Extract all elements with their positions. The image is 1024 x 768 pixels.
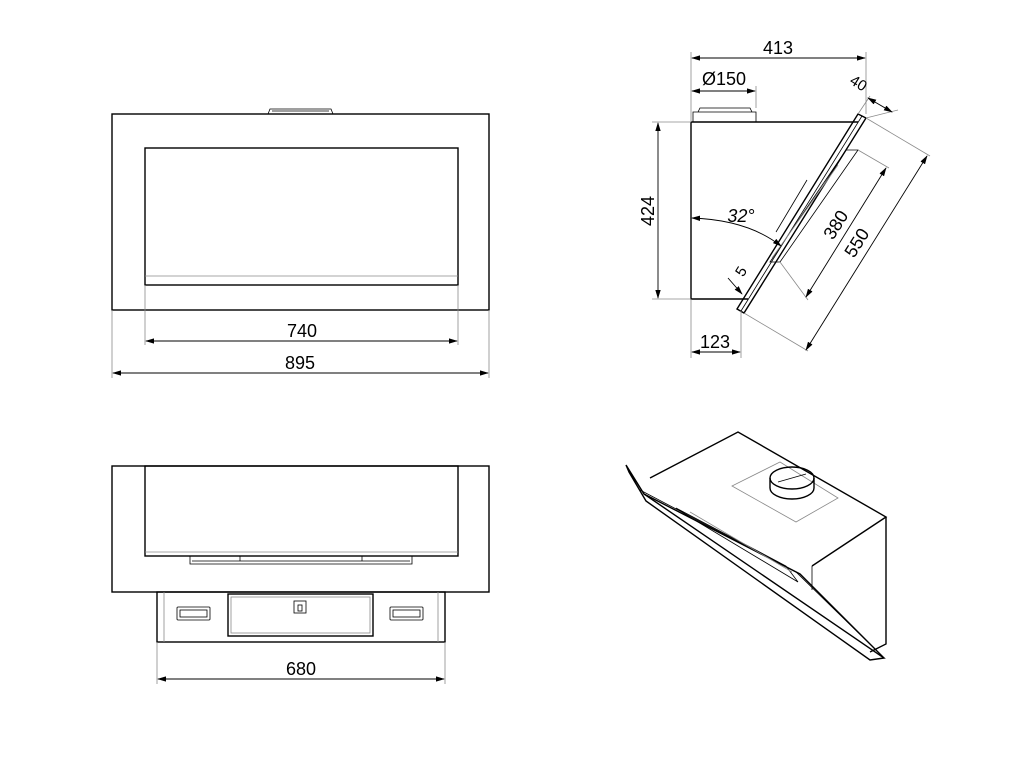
bottom-glass-panel: [144, 465, 459, 557]
bottom-label-680: 680: [286, 659, 316, 679]
side-inner-panel-edge: [771, 164, 839, 259]
side-dimension-5: [727, 277, 743, 295]
side-label-angle: 32°: [727, 206, 754, 226]
side-outlet: [692, 107, 757, 122]
bottom-vent-left: [176, 606, 211, 621]
side-angle-arc: [691, 215, 782, 247]
bottom-vent-left-inner: [179, 609, 208, 618]
side-support-line: [775, 179, 808, 233]
front-glass-panel: [144, 147, 459, 286]
bottom-filter-latch: [293, 600, 307, 614]
bottom-outer-frame: [111, 465, 490, 593]
bottom-filter-latch-inner: [297, 604, 303, 612]
side-ext-line-40-a: [857, 95, 871, 115]
perspective-outlet-side: [769, 478, 815, 500]
side-label-5: 5: [732, 264, 751, 280]
bottom-filter-panel: [227, 593, 374, 637]
perspective-top-face: [649, 431, 888, 567]
perspective-glass-inner: [639, 489, 877, 651]
side-glass-inner-line: [740, 115, 863, 312]
front-view: 740 895: [111, 108, 490, 378]
front-outer-frame: [111, 113, 490, 311]
bottom-vent-right: [389, 606, 424, 621]
side-label-123: 123: [700, 332, 730, 352]
front-label-740: 740: [287, 321, 317, 341]
perspective-outlet-rim: [777, 473, 807, 483]
bottom-body: [156, 591, 446, 643]
perspective-view: [625, 431, 888, 661]
side-label-424: 424: [638, 196, 658, 226]
side-label-550: 550: [840, 225, 873, 261]
side-dimension-40: [867, 97, 893, 113]
side-ext-line-40-b: [865, 109, 899, 119]
side-ext-line-550-bottom: [743, 312, 809, 352]
bottom-filter-inner: [230, 596, 371, 634]
front-label-895: 895: [285, 353, 315, 373]
side-ext-line-380-bottom: [779, 261, 809, 301]
bottom-vent-right-inner: [392, 609, 421, 618]
bottom-handle-strip: [189, 556, 413, 565]
bottom-view: 680: [111, 465, 490, 684]
side-ext-line-380-top: [857, 149, 890, 169]
perspective-right-face: [869, 517, 887, 653]
perspective-outlet-footprint: [731, 461, 839, 523]
side-ext-line-550-top: [865, 117, 931, 157]
side-dimension-550: [805, 155, 928, 351]
front-top-outlet: [267, 108, 334, 115]
side-view: 413 Ø150 40 424 32° 5 380 550: [638, 38, 931, 358]
side-label-413: 413: [763, 38, 793, 58]
perspective-filter-line: [689, 511, 793, 573]
side-label-40: 40: [847, 72, 870, 95]
side-label-150: Ø150: [702, 69, 746, 89]
